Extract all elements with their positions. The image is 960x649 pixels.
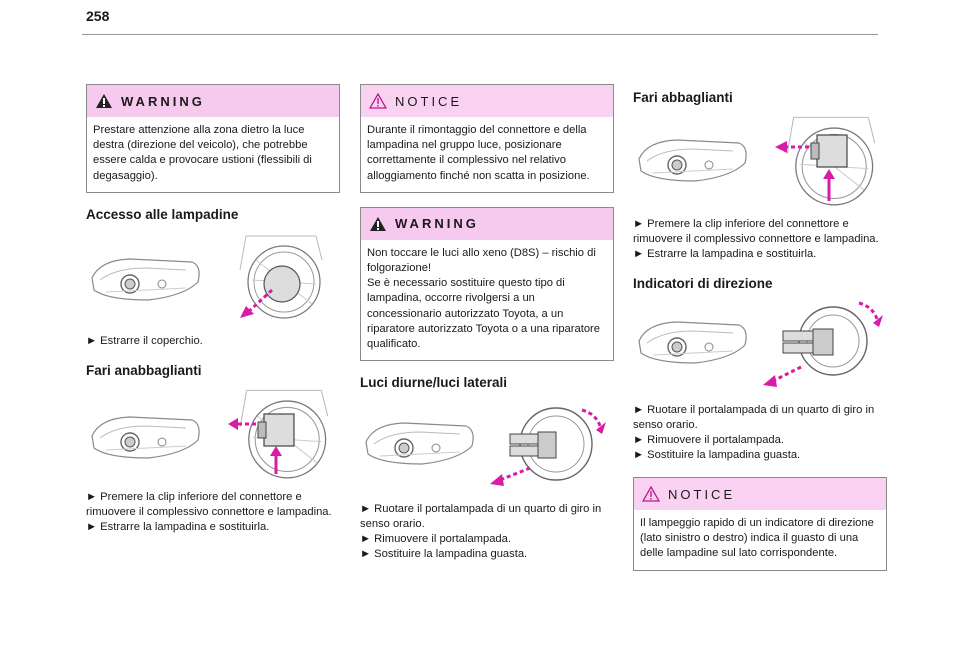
step: ► Estrarre il coperchio. xyxy=(86,334,203,347)
step: ► Sostituire la lampadina guasta. xyxy=(633,449,801,461)
notice-label: NOTICE xyxy=(395,93,463,109)
warning-box: WARNING Prestare attenzione alla zona di… xyxy=(86,84,340,193)
notice-body: Il lampeggio rapido di un indicatore di … xyxy=(634,510,886,570)
section-heading: Accesso alle lampadine xyxy=(86,206,239,222)
notice-text: Il lampeggio rapido di un indicatore di … xyxy=(640,517,874,560)
illustration-bulb-access xyxy=(86,228,340,324)
notice-box: NOTICE Il lampeggio rapido di un indicat… xyxy=(633,477,887,571)
warning-box-header: WARNING xyxy=(87,85,339,117)
notice-label: NOTICE xyxy=(668,486,736,502)
warning-text: Se è necessario sostituire questo tipo d… xyxy=(367,277,601,351)
step: ► Premere la clip inferiore del connetto… xyxy=(86,490,332,518)
section-heading: Fari abbaglianti xyxy=(633,90,733,105)
column-2: NOTICE Durante il rimontaggio del connet… xyxy=(360,84,614,576)
section-heading: Fari anabbaglianti xyxy=(86,362,202,378)
notice-text: Durante il rimontaggio del connettore e … xyxy=(367,124,590,182)
step: ► Rimuovere il portalampada. xyxy=(633,434,784,446)
notice-triangle-icon xyxy=(369,93,387,109)
notice-triangle-icon xyxy=(642,486,660,502)
illustration-high-beam xyxy=(633,111,887,207)
warning-box-header: WARNING xyxy=(361,207,613,240)
section-heading: Luci diurne/luci laterali xyxy=(360,375,508,391)
notice-box-header: NOTICE xyxy=(634,478,886,510)
warning-triangle-icon xyxy=(96,94,112,108)
column-3: Fari abbaglianti ► Premere la clip infer… xyxy=(633,84,887,585)
warning-box: WARNING Non toccare le luci allo xeno (D… xyxy=(360,206,614,362)
warning-text: Non toccare le luci allo xeno (D8S) – ri… xyxy=(367,246,596,275)
warning-body: Non toccare le luci allo xeno (D8S) – ri… xyxy=(361,240,613,360)
step: ► Premere la clip inferiore del connetto… xyxy=(633,218,879,245)
notice-box: NOTICE Durante il rimontaggio del connet… xyxy=(360,84,614,193)
notice-body: Durante il rimontaggio del connettore e … xyxy=(361,117,613,192)
step: ► Ruotare il portalampada di un quarto d… xyxy=(633,404,875,431)
page-number: 258 xyxy=(86,8,110,24)
step: ► Estrarre la lampadina e sostituirla. xyxy=(86,520,270,533)
illustration-low-beam xyxy=(86,384,340,480)
header-rule xyxy=(82,34,878,35)
illustration-daytime-lights xyxy=(360,396,614,492)
step: ► Sostituire la lampadina guasta. xyxy=(360,548,528,561)
column-1: WARNING Prestare attenzione alla zona di… xyxy=(86,84,340,549)
step: ► Ruotare il portalampada di un quarto d… xyxy=(360,503,602,531)
warning-triangle-icon xyxy=(370,216,386,231)
warning-text: Prestare attenzione alla zona dietro la … xyxy=(93,124,312,182)
step: ► Estrarre la lampadina e sostituirla. xyxy=(633,248,817,260)
warning-label: WARNING xyxy=(395,216,479,232)
step: ► Rimuovere il portalampada. xyxy=(360,533,511,546)
warning-label: WARNING xyxy=(121,93,205,109)
warning-body: Prestare attenzione alla zona dietro la … xyxy=(87,117,339,192)
section-heading: Indicatori di direzione xyxy=(633,276,773,291)
notice-box-header: NOTICE xyxy=(361,85,613,117)
illustration-turn-indicators xyxy=(633,297,887,393)
